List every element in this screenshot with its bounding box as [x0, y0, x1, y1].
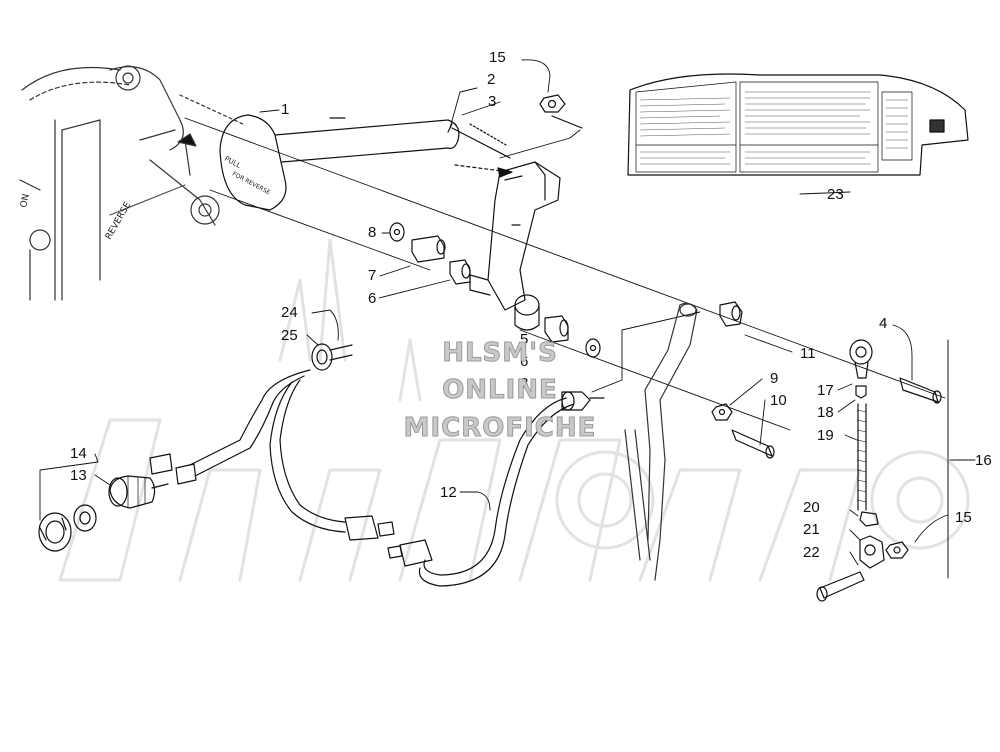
reverse-lever-bracket	[469, 161, 561, 331]
switch-cable-12	[418, 391, 605, 587]
spacer-11	[719, 301, 743, 327]
nut-top	[539, 94, 583, 129]
callout-7[interactable]: 7	[368, 267, 377, 284]
svg-text:ON: ON	[19, 193, 32, 209]
leader-lines	[39, 59, 976, 566]
frame-outline	[19, 65, 246, 301]
callout-3[interactable]: 3	[488, 93, 497, 110]
callout-8-lower[interactable]: 8	[520, 375, 529, 392]
reverse-handle-part	[219, 114, 460, 211]
washer-lower	[585, 338, 601, 358]
bezel-14	[38, 504, 97, 552]
watermark-line-2: ONLINE	[442, 375, 558, 406]
nut-lower	[885, 541, 909, 559]
rod-end-lower	[859, 535, 885, 569]
callout-16[interactable]: 16	[975, 452, 992, 469]
nut-9	[711, 403, 733, 421]
callout-5[interactable]: 5	[520, 331, 529, 348]
watermark-line-3: MICROFICHE	[403, 413, 597, 444]
decal-23	[627, 73, 969, 176]
callout-20[interactable]: 20	[803, 499, 820, 516]
bolt-4	[899, 377, 942, 404]
washer-upper	[389, 222, 405, 242]
callout-2[interactable]: 2	[487, 71, 496, 88]
link-rod-19	[857, 403, 867, 511]
bolt-22	[816, 571, 865, 602]
callout-11[interactable]: 11	[800, 345, 816, 362]
watermark-line-1: HLSM'S	[442, 338, 558, 369]
callout-19[interactable]: 19	[817, 427, 834, 444]
svg-text:PULL: PULL	[223, 155, 242, 170]
callout-25[interactable]: 25	[281, 327, 298, 344]
rod-end-upper	[849, 339, 873, 379]
callout-4[interactable]: 4	[879, 315, 888, 332]
callout-24[interactable]: 24	[281, 304, 298, 321]
callout-17[interactable]: 17	[817, 382, 834, 399]
callout-15-top[interactable]: 15	[489, 49, 506, 66]
shift-arm	[624, 302, 698, 581]
key-switch-13	[108, 475, 169, 509]
svg-text:REVERSE: REVERSE	[104, 200, 134, 241]
callout-23[interactable]: 23	[827, 186, 844, 203]
callout-6-upper[interactable]: 6	[368, 290, 377, 307]
callout-6-lower[interactable]: 6	[520, 353, 529, 370]
spacer-lower	[544, 315, 569, 343]
callout-9[interactable]: 9	[770, 370, 779, 387]
callout-10[interactable]: 10	[770, 392, 787, 409]
background-logo-watermark	[58, 238, 970, 582]
callout-22[interactable]: 22	[803, 544, 820, 561]
svg-text:FOR REVERSE: FOR REVERSE	[231, 171, 271, 197]
bushing-upper	[411, 235, 446, 263]
bolt-10	[731, 429, 775, 459]
callout-21[interactable]: 21	[803, 521, 820, 538]
jam-nut-17	[855, 385, 867, 399]
callout-1[interactable]: 1	[281, 101, 290, 118]
callout-14[interactable]: 14	[70, 445, 87, 462]
jam-nut-20	[859, 511, 879, 527]
callout-8-upper[interactable]: 8	[368, 224, 377, 241]
callout-15-lower[interactable]: 15	[955, 509, 972, 526]
spacer-upper	[449, 259, 471, 285]
callout-18[interactable]: 18	[817, 404, 834, 421]
callout-12[interactable]: 12	[440, 484, 457, 501]
callout-13[interactable]: 13	[70, 467, 87, 484]
wiring-harness	[149, 343, 433, 567]
